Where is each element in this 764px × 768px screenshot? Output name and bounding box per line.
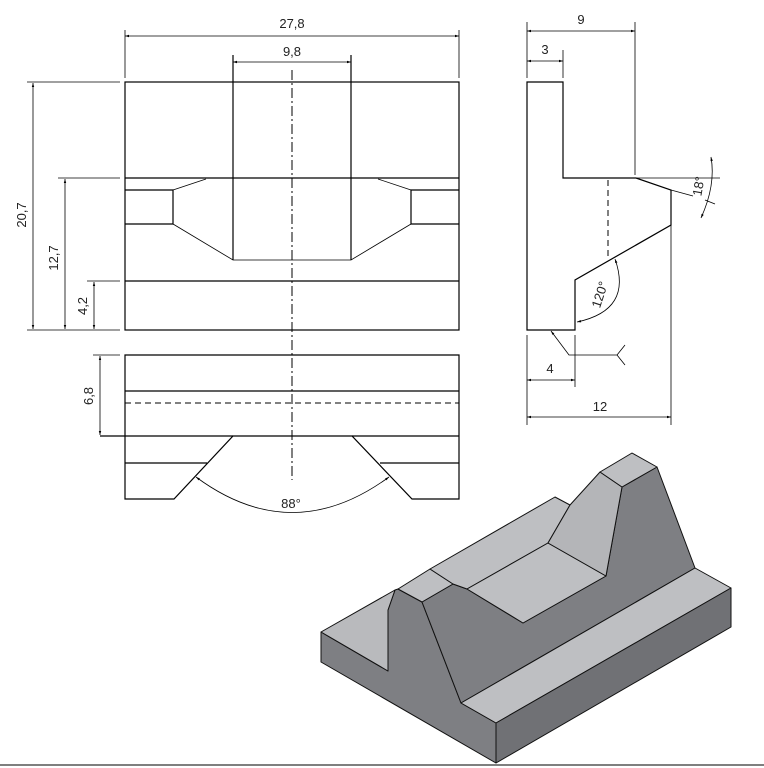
- isometric-view: [320, 452, 732, 764]
- front-view: 27,8 9,8 20,7 12,7 4,2: [14, 16, 460, 480]
- dim-label-overall-height: 20,7: [14, 202, 29, 227]
- dim-label-top-width: 3: [541, 42, 548, 57]
- iso-right-face: [495, 587, 732, 764]
- top-view: 6,8 88°: [81, 354, 460, 513]
- dim-label-step-width: 4: [546, 361, 553, 376]
- left-notch: [125, 189, 174, 225]
- dim-label-overall-width-side: 12: [593, 399, 607, 414]
- dim-label-depth: 6,8: [81, 387, 96, 405]
- iso-right-upright-top: [599, 452, 658, 488]
- dim-label-mid-height: 12,7: [46, 245, 61, 270]
- angle-label-top: 18°: [689, 175, 707, 197]
- angle-arc-120: [576, 258, 620, 323]
- dim-label-overall-width: 27,8: [279, 16, 304, 31]
- iso-left-ledge: [320, 589, 396, 672]
- angle-arc-18: [700, 156, 713, 219]
- surface-finish-leader: [551, 331, 626, 366]
- angle-label-inner: 120°: [588, 280, 611, 310]
- dim-label-slot-width: 9,8: [283, 44, 301, 59]
- angle-arc-88: [195, 476, 390, 513]
- side-view: 9 3 4 12 120° 18°: [526, 12, 720, 425]
- angle-label-vee: 88°: [281, 496, 301, 511]
- right-notch: [410, 189, 459, 225]
- dim-label-base-height: 4,2: [75, 297, 90, 315]
- dim-label-upper-width: 9: [577, 12, 584, 27]
